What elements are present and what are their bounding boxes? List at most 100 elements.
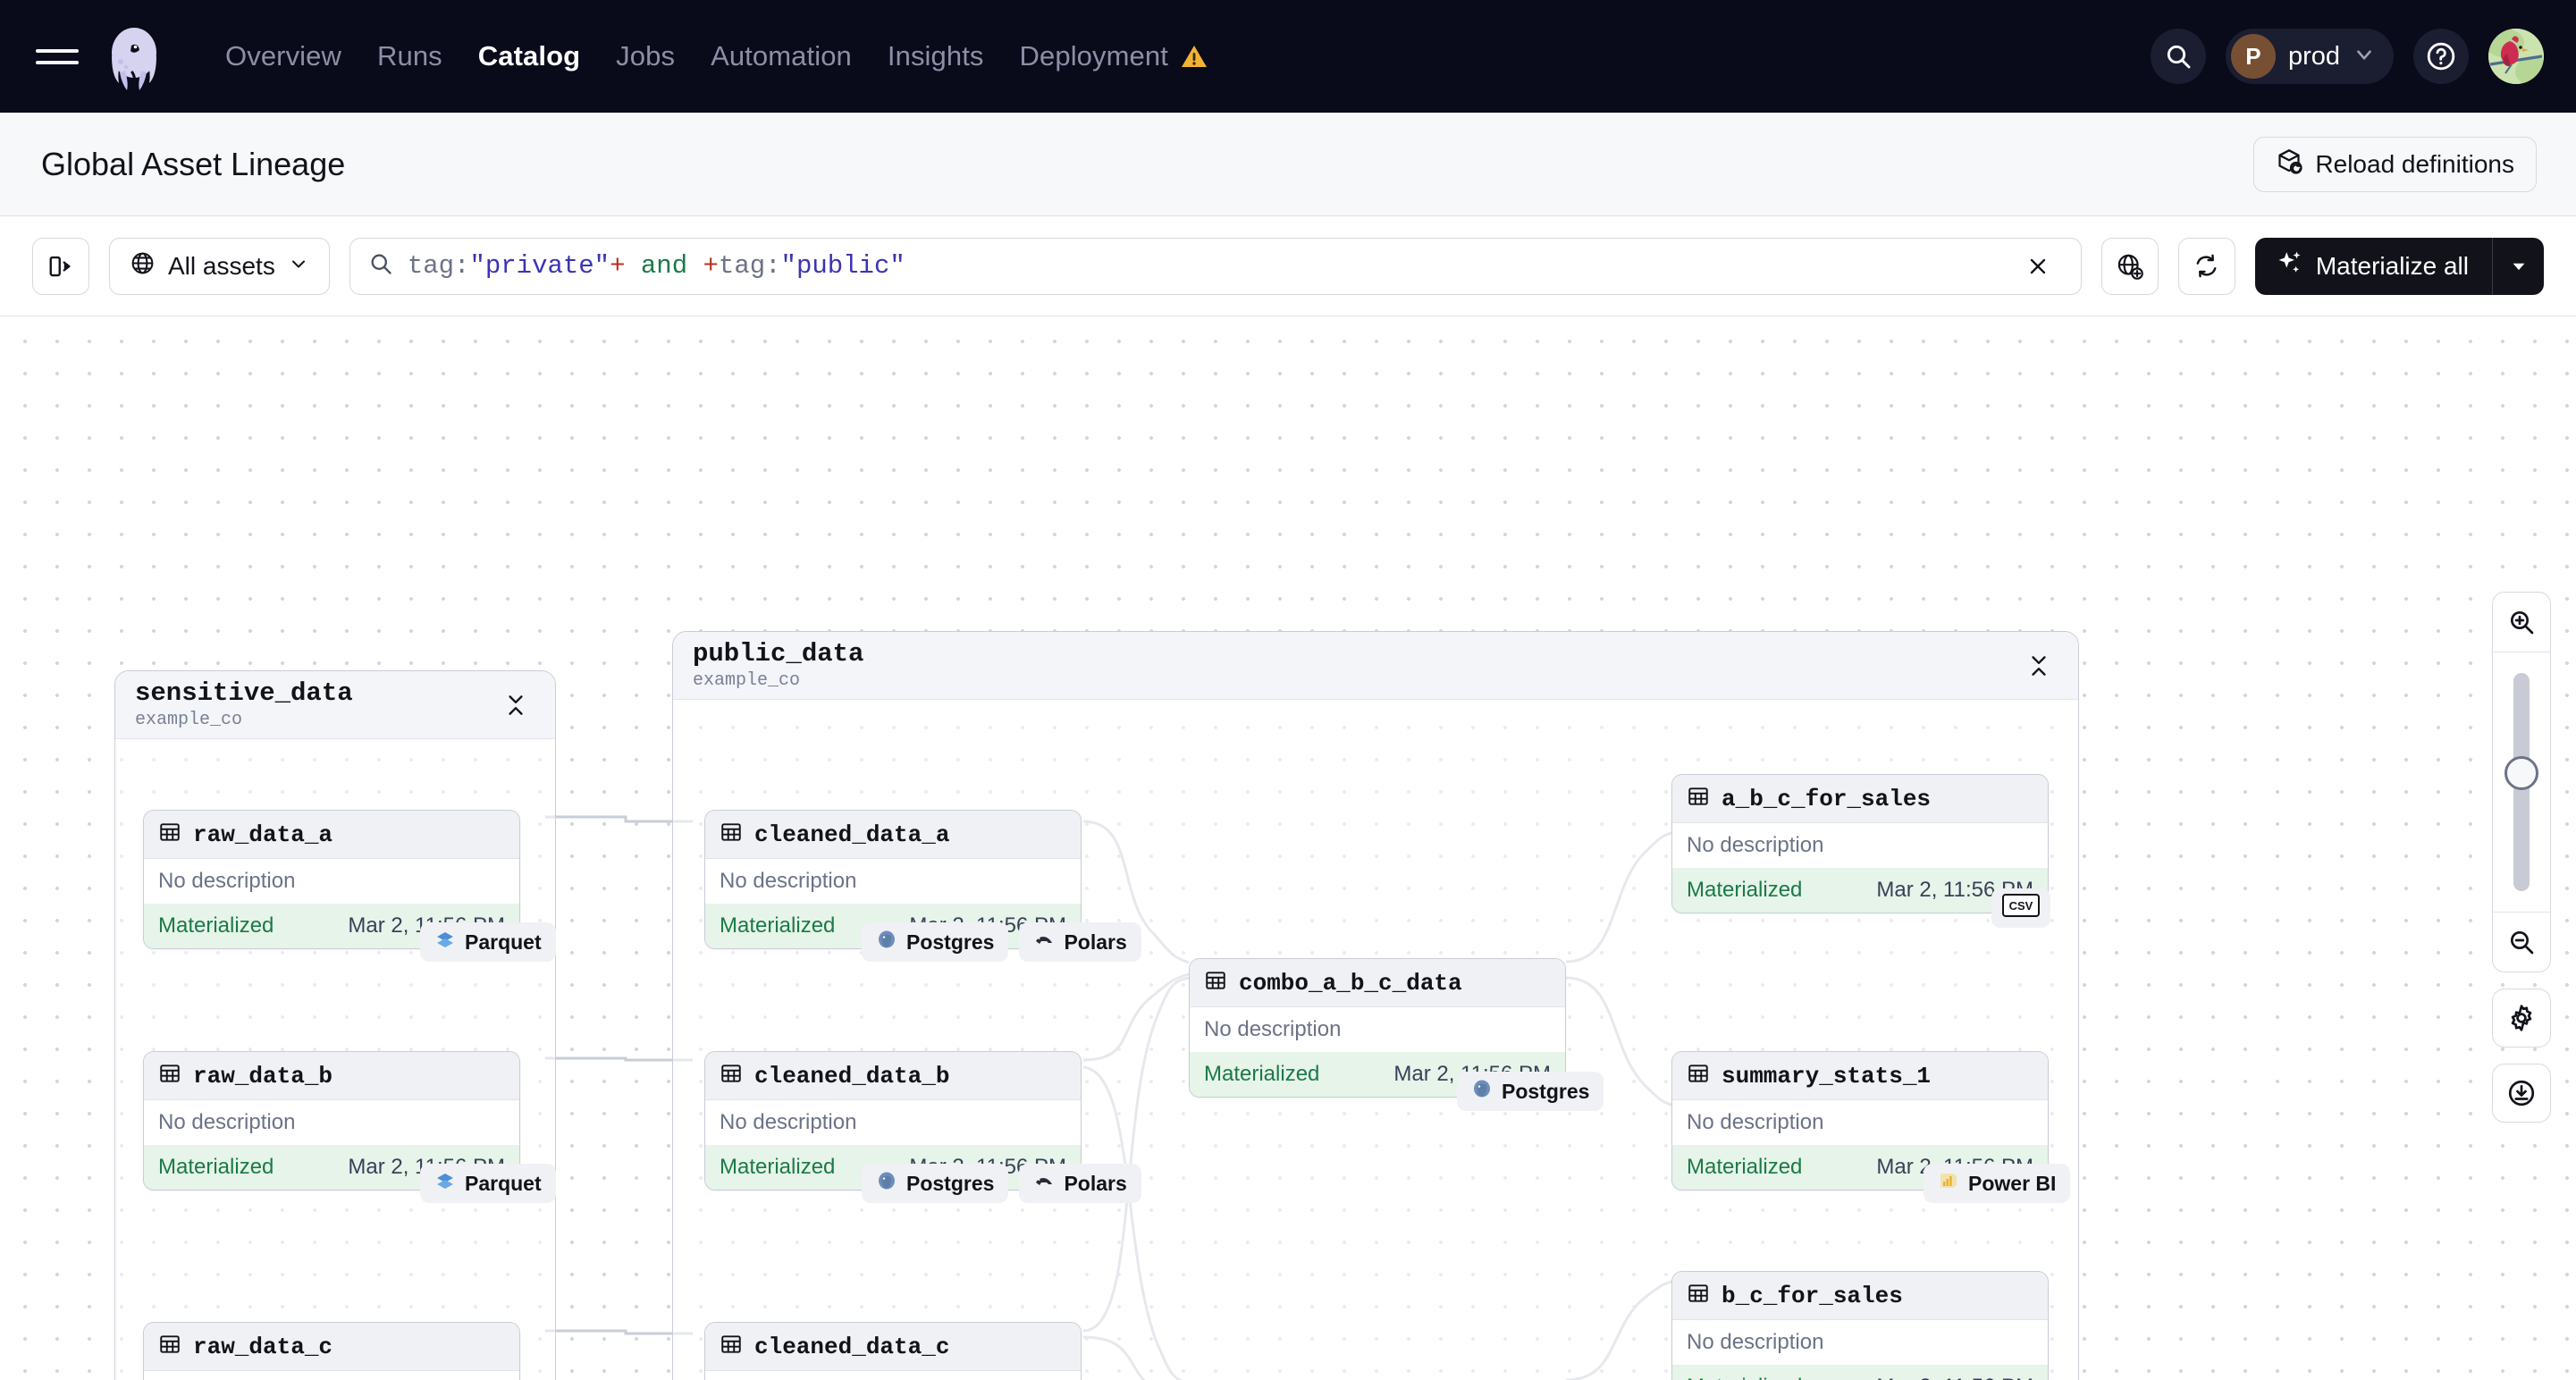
gear-icon[interactable] (2492, 989, 2551, 1048)
zoom-slider-thumb[interactable] (2504, 756, 2538, 790)
asset-node-name: raw_data_b (193, 1062, 333, 1090)
asset-node-name: a_b_c_for_sales (1722, 785, 1932, 812)
chip-postgres[interactable]: Postgres (862, 922, 1009, 962)
asset-node-name: summary_stats_1 (1722, 1062, 1932, 1090)
refresh-icon[interactable] (2177, 237, 2235, 295)
asset-node-status-label: Materialized (158, 913, 274, 938)
collapse-group-icon[interactable] (2019, 646, 2058, 686)
asset-group-repo: example_co (135, 709, 243, 730)
asset-node[interactable]: summary_stats_1 No description Materiali… (1671, 1051, 2049, 1191)
asset-node-header: raw_data_c (144, 1323, 519, 1371)
asset-node-chips: Postgres (1457, 1072, 1604, 1111)
table-icon (1204, 969, 1227, 997)
asset-node-status-label: Materialized (158, 1155, 274, 1179)
asset-group-sensitive-data[interactable]: sensitive_data example_co (114, 670, 556, 1380)
asset-node-header: raw_data_a (144, 811, 519, 859)
chip-polars[interactable]: Polars (1019, 922, 1141, 962)
polars-icon (1033, 929, 1055, 955)
lineage-graph-canvas[interactable]: sensitive_data example_co public_data ex… (0, 316, 2576, 1380)
asset-node-status-label: Materialized (720, 1155, 836, 1179)
asset-node-description: No description (705, 859, 1081, 904)
download-circle-icon[interactable] (2492, 1064, 2551, 1123)
asset-group-header[interactable]: public_data example_co (673, 632, 2078, 700)
asset-node[interactable]: cleaned_data_a No description Materializ… (704, 810, 1082, 949)
reload-definitions-button[interactable]: Reload definitions (2253, 136, 2537, 192)
nav-link-deployment[interactable]: Deployment (1002, 31, 1225, 81)
parquet-icon (434, 1170, 456, 1197)
sparkle-icon (2277, 249, 2303, 282)
zoom-in-icon[interactable] (2493, 593, 2550, 652)
materialize-all-button[interactable]: Materialize all (2254, 237, 2544, 295)
csv-icon: CSV (2002, 894, 2040, 922)
chip-label: Parquet (465, 930, 542, 954)
deployment-selector[interactable]: P prod (2225, 29, 2394, 84)
nav-link-insights[interactable]: Insights (887, 40, 984, 72)
nav-right-cluster: P prod (2150, 29, 2544, 84)
nav-link-overview[interactable]: Overview (225, 40, 341, 72)
zoom-controls (2492, 592, 2551, 1123)
help-icon[interactable] (2413, 29, 2469, 84)
asset-node-status-label: Materialized (720, 913, 836, 938)
deployment-label: prod (2287, 41, 2340, 71)
chip-postgres[interactable]: Postgres (1457, 1072, 1604, 1111)
asset-node-name: b_c_for_sales (1722, 1282, 1903, 1309)
asset-node-status-label: Materialized (1687, 1155, 1803, 1179)
chip-polars[interactable]: Polars (1019, 1164, 1141, 1203)
nav-link-runs[interactable]: Runs (377, 40, 442, 72)
asset-node[interactable]: b_c_for_sales No description Materialize… (1671, 1271, 2049, 1380)
asset-group-header[interactable]: sensitive_data example_co (115, 671, 555, 739)
query-token-6: "public" (780, 251, 905, 281)
table-icon (720, 1062, 743, 1090)
materialize-all-main[interactable]: Materialize all (2255, 238, 2492, 295)
hamburger-icon[interactable] (36, 41, 79, 72)
asset-group-public-data[interactable]: public_data example_co (672, 631, 2079, 1380)
nav-link-jobs[interactable]: Jobs (616, 40, 676, 72)
search-icon[interactable] (2150, 29, 2206, 84)
materialize-all-dropdown[interactable] (2492, 237, 2544, 295)
asset-node-header: cleaned_data_c (705, 1323, 1081, 1371)
deployment-avatar: P (2230, 34, 2276, 79)
panel-toggle-icon[interactable] (32, 237, 89, 295)
table-icon (1687, 1062, 1710, 1090)
chip-postgres[interactable]: Postgres (862, 1164, 1009, 1203)
chip-powerbi[interactable]: Power BI (1924, 1164, 2071, 1203)
reload-definitions-label: Reload definitions (2315, 149, 2514, 178)
asset-node-description: No description (144, 1100, 519, 1145)
all-assets-dropdown[interactable]: All assets (109, 237, 330, 295)
asset-node[interactable]: combo_a_b_c_data No description Material… (1189, 958, 1566, 1098)
asset-node-chips: Parquet (420, 1164, 556, 1203)
main-nav-links: Overview Runs Catalog Jobs Automation In… (207, 31, 1225, 81)
table-icon (158, 1333, 181, 1360)
clear-search-icon[interactable] (2013, 241, 2063, 291)
zoom-level-slider[interactable] (2493, 652, 2550, 912)
asset-node-description: No description (1190, 1007, 1565, 1052)
globe-plus-icon[interactable] (2100, 237, 2159, 295)
zoom-out-icon[interactable] (2493, 913, 2550, 972)
asset-node[interactable]: cleaned_data_c No description Materializ… (704, 1322, 1082, 1380)
table-icon (158, 820, 181, 848)
nav-link-automation[interactable]: Automation (711, 40, 852, 72)
collapse-group-icon[interactable] (496, 686, 535, 725)
powerbi-icon (1938, 1170, 1959, 1197)
nav-link-catalog[interactable]: Catalog (477, 40, 581, 72)
asset-node-description: No description (1672, 823, 2048, 868)
chip-parquet[interactable]: Parquet (420, 922, 556, 962)
user-avatar[interactable] (2488, 29, 2544, 84)
chip-csv[interactable]: CSV (1991, 888, 2050, 928)
dagster-logo[interactable] (98, 21, 170, 92)
asset-node-timestamp: Mar 2, 11:56 PM (1876, 1375, 2033, 1380)
table-icon (720, 820, 743, 848)
chevron-down-icon (2353, 43, 2376, 71)
asset-search-input[interactable]: tag:"private"+ and +tag:"public" (349, 237, 2082, 295)
asset-node[interactable]: raw_data_c No description Materialized M… (143, 1322, 520, 1380)
asset-node-header: a_b_c_for_sales (1672, 775, 2048, 823)
asset-node[interactable]: a_b_c_for_sales No description Materiali… (1671, 774, 2049, 913)
postgres-icon (876, 929, 897, 955)
asset-node-status-label: Materialized (1204, 1062, 1320, 1086)
query-token-2: + (610, 251, 626, 281)
chip-parquet[interactable]: Parquet (420, 1164, 556, 1203)
parquet-icon (434, 929, 456, 955)
globe-icon (130, 250, 156, 282)
asset-group-title: sensitive_data (135, 678, 353, 709)
top-navigation-bar: Overview Runs Catalog Jobs Automation In… (0, 0, 2576, 113)
